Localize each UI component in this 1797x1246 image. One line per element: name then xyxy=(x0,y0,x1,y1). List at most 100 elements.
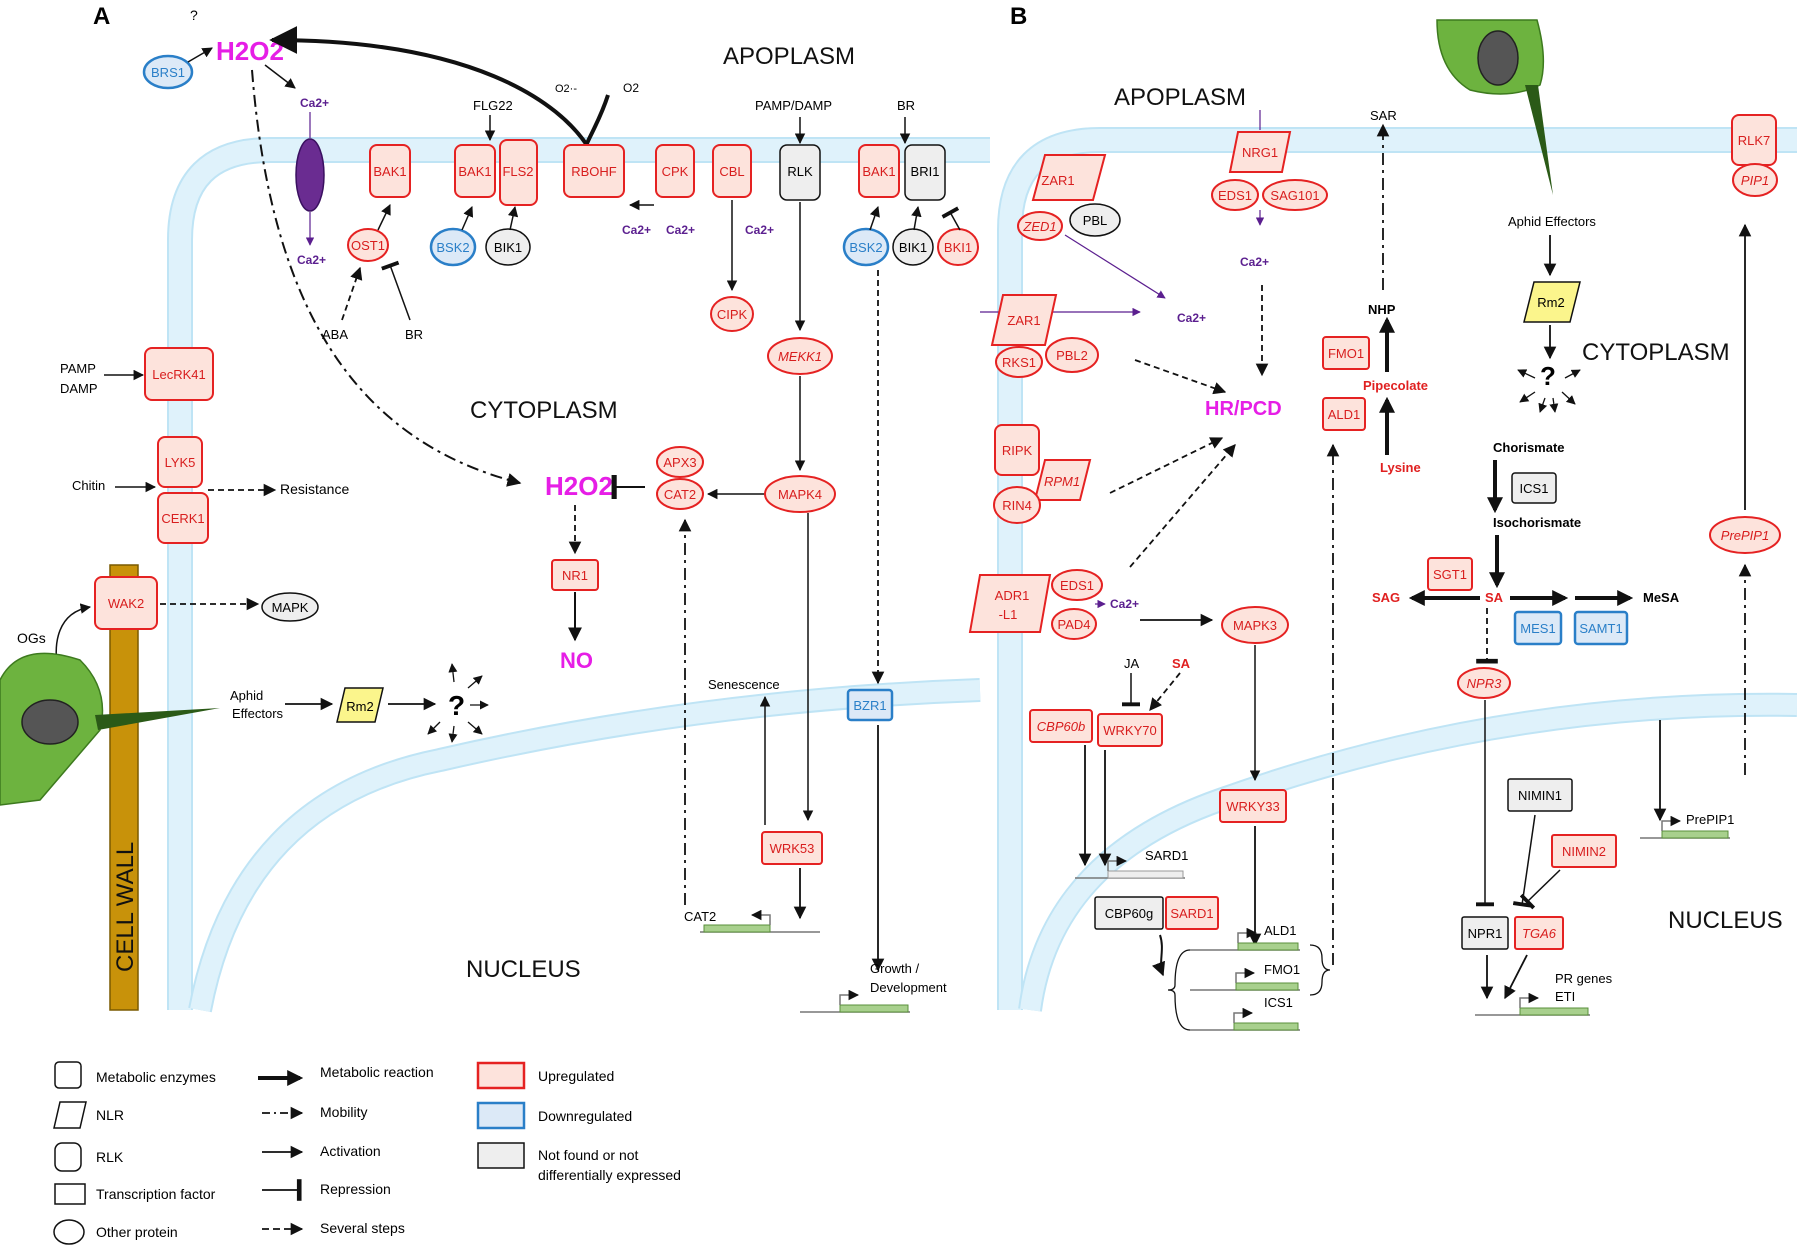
bsk2-node-2 xyxy=(842,227,890,267)
samt1-node xyxy=(1573,610,1629,646)
svg-text:NPR1: NPR1 xyxy=(1468,926,1503,941)
svg-text:CBL: CBL xyxy=(719,164,744,179)
resistance-label: Resistance xyxy=(280,481,349,497)
eds1-node-b xyxy=(1051,569,1103,601)
legend-not-found-swatch xyxy=(477,1142,525,1169)
target-brace-left xyxy=(1167,949,1191,1031)
svg-text:APX3: APX3 xyxy=(663,455,696,470)
cbl-node xyxy=(712,144,752,198)
ca-cpk-2: Ca2+ xyxy=(666,223,695,237)
panel-b-label: B xyxy=(1010,3,1027,30)
svg-text:RLK7: RLK7 xyxy=(1738,133,1771,148)
svg-text:-L1: -L1 xyxy=(999,607,1018,622)
svg-text:WAK2: WAK2 xyxy=(108,596,144,611)
growth-label-2: Development xyxy=(870,980,947,995)
legend: Metabolic enzymes NLR RLK Transcription … xyxy=(53,1061,681,1245)
prepip1-gene-label: PrePIP1 xyxy=(1686,812,1734,827)
zed1-node xyxy=(1017,211,1063,241)
sgt1-node xyxy=(1427,557,1473,591)
cell-wall xyxy=(109,564,139,1011)
bki1-node xyxy=(937,228,979,266)
svg-text:PBL2: PBL2 xyxy=(1056,348,1088,363)
svg-text:CIPK: CIPK xyxy=(717,307,748,322)
pamp-label: PAMP xyxy=(60,361,96,376)
wrky70-node xyxy=(1097,713,1163,747)
legend-not-found-1: Not found or not xyxy=(538,1147,639,1163)
growth-gene xyxy=(839,1004,909,1013)
svg-text:WRKY70: WRKY70 xyxy=(1103,723,1156,738)
svg-text:RKS1: RKS1 xyxy=(1002,355,1036,370)
ald1-node xyxy=(1322,397,1366,431)
panel-a-membranes xyxy=(109,137,990,1013)
legend-several-steps: Several steps xyxy=(320,1220,405,1236)
wrk53-node xyxy=(761,831,823,865)
pbl2-node xyxy=(1045,337,1099,373)
sard1-gene xyxy=(1107,870,1184,879)
svg-text:SARD1: SARD1 xyxy=(1170,906,1213,921)
cat2-gene xyxy=(703,924,771,933)
lyk5-node xyxy=(157,436,203,488)
ja-label: JA xyxy=(1124,656,1140,671)
svg-text:MEKK1: MEKK1 xyxy=(778,349,822,364)
pad4-node xyxy=(1051,608,1097,640)
cat2-node xyxy=(656,478,704,510)
ics1-node xyxy=(1511,472,1557,504)
svg-text:NR1: NR1 xyxy=(562,568,588,583)
prepip1-gene xyxy=(1661,830,1729,839)
svg-text:NIMIN1: NIMIN1 xyxy=(1518,788,1562,803)
o2-radical: O2·- xyxy=(555,83,577,95)
fls2-node xyxy=(499,139,538,206)
nhp-label: NHP xyxy=(1368,302,1396,317)
legend-rlk: RLK xyxy=(96,1149,124,1165)
ald1-gene-label: ALD1 xyxy=(1264,923,1297,938)
svg-text:RIPK: RIPK xyxy=(1002,443,1033,458)
rbohf-h2o2-arrow xyxy=(269,26,592,152)
rbohf-node xyxy=(563,144,625,198)
svg-text:SAG101: SAG101 xyxy=(1270,188,1319,203)
cytoplasm-b-label: CYTOPLASM xyxy=(1582,339,1730,366)
svg-text:TGA6: TGA6 xyxy=(1522,926,1557,941)
svg-text:BAK1: BAK1 xyxy=(862,164,895,179)
aphid-a-stylet xyxy=(95,708,220,730)
bzr1-node xyxy=(846,688,894,722)
svg-text:BAK1: BAK1 xyxy=(458,164,491,179)
rm2-node-a xyxy=(336,687,384,723)
cipk-node xyxy=(710,296,754,332)
svg-text:ZAR1: ZAR1 xyxy=(1041,173,1074,188)
hr-pcd: HR/PCD xyxy=(1205,398,1282,420)
svg-text:RBOHF: RBOHF xyxy=(571,164,617,179)
target-brace-right xyxy=(1309,944,1331,996)
bak1-node-2 xyxy=(454,144,496,198)
svg-text:SAMT1: SAMT1 xyxy=(1579,621,1622,636)
panel-a-label: A xyxy=(93,3,110,30)
nimin1-node xyxy=(1507,778,1573,812)
cpk-node xyxy=(655,144,695,198)
svg-text:BSK2: BSK2 xyxy=(436,240,469,255)
aphid-eff-2: Effectors xyxy=(232,706,284,721)
br-top-label: BR xyxy=(897,98,915,113)
fmo1-node xyxy=(1322,336,1370,370)
flg22-label: FLG22 xyxy=(473,98,513,113)
svg-text:BZR1: BZR1 xyxy=(853,698,886,713)
sa-label: SA xyxy=(1485,590,1504,605)
zar1-node-a xyxy=(1031,154,1107,201)
svg-text:FLS2: FLS2 xyxy=(502,164,533,179)
svg-text:WRKY33: WRKY33 xyxy=(1226,799,1279,814)
brs1-question: ? xyxy=(190,7,198,23)
svg-text:CAT2: CAT2 xyxy=(664,487,696,502)
svg-text:LYK5: LYK5 xyxy=(165,455,196,470)
mekk1-node xyxy=(767,337,833,375)
svg-text:SGT1: SGT1 xyxy=(1433,567,1467,582)
pbl-node xyxy=(1069,203,1121,237)
ca-cbl: Ca2+ xyxy=(745,223,774,237)
legend-downregulated: Downregulated xyxy=(538,1108,632,1124)
svg-text:ICS1: ICS1 xyxy=(1520,481,1549,496)
h2o2-ca-arrow xyxy=(264,64,296,89)
svg-text:NPR3: NPR3 xyxy=(1467,676,1502,691)
prepip1-node xyxy=(1709,516,1781,554)
svg-text:MES1: MES1 xyxy=(1520,621,1555,636)
membrane-receptors-a: BAK1 BAK1 FLS2 RBOHF CPK CBL RLK BAK1 BR… xyxy=(369,139,946,206)
apx3-node xyxy=(656,446,704,478)
isochorismate-label: Isochorismate xyxy=(1493,515,1581,530)
legend-not-found-2: differentially expressed xyxy=(538,1167,681,1183)
